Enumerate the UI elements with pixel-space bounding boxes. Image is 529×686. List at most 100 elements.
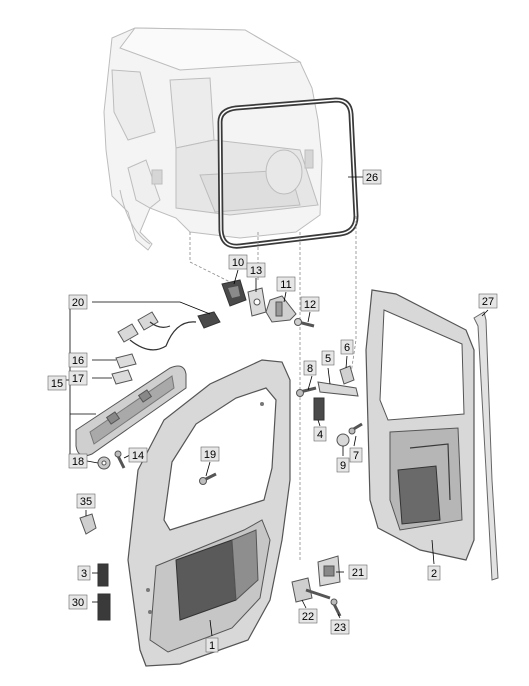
callout-20: 20 [68, 294, 88, 310]
cap-9 [336, 433, 350, 447]
callout-1: 1 [205, 637, 219, 653]
switch-17 [111, 369, 133, 385]
rear-door-panel-2 [365, 289, 475, 561]
callout-text: 17 [72, 373, 84, 385]
callout-text: 21 [352, 567, 364, 579]
callout-15: 15 [47, 375, 67, 391]
callout-box [200, 446, 220, 462]
callout-box [246, 262, 266, 278]
callout-box [68, 352, 88, 368]
screw-7 [348, 422, 363, 435]
callout-text: 30 [72, 597, 84, 609]
callout-text: 7 [353, 450, 359, 462]
callout-box [303, 360, 317, 376]
callout-12: 12 [300, 296, 320, 312]
callout-3: 3 [77, 565, 91, 581]
callout-text: 12 [304, 299, 316, 311]
hinge-arm-11 [265, 295, 297, 323]
callout-box [77, 565, 91, 581]
callout-23: 23 [330, 619, 350, 635]
callout-box [68, 453, 88, 469]
callout-4: 4 [313, 426, 327, 442]
callout-19: 19 [200, 446, 220, 462]
callout-box [348, 564, 368, 580]
callout-16: 16 [68, 352, 88, 368]
callout-box [349, 447, 363, 463]
callout-box [300, 296, 320, 312]
callout-box [128, 447, 148, 463]
callout-5: 5 [321, 350, 335, 366]
callout-box [330, 619, 350, 635]
latch-plate-4 [313, 397, 325, 421]
callout-22: 22 [298, 608, 318, 624]
callout-box [76, 493, 96, 509]
vehicle-body [103, 27, 323, 251]
callout-box [321, 350, 335, 366]
hinge-plate-13 [247, 287, 267, 317]
callout-box [68, 370, 88, 386]
hinge-bracket-10 [221, 279, 247, 307]
seal-strip-27 [473, 311, 499, 581]
callout-box [276, 276, 296, 292]
callout-box [362, 169, 382, 185]
callout-21: 21 [348, 564, 368, 580]
callout-2: 2 [427, 565, 441, 581]
callout-7: 7 [349, 447, 363, 463]
callout-box [340, 339, 354, 355]
callout-35: 35 [76, 493, 96, 509]
callout-text: 22 [302, 611, 314, 623]
callout-box [478, 293, 498, 309]
callout-box [68, 294, 88, 310]
callout-text: 1 [209, 640, 215, 652]
callout-27: 27 [478, 293, 498, 309]
screw-23 [330, 598, 342, 617]
callout-text: 8 [307, 363, 313, 375]
callout-text: 13 [250, 265, 262, 277]
callout-text: 27 [482, 296, 494, 308]
tailgate-handle-15 [75, 365, 187, 457]
callout-box [47, 375, 67, 391]
bolt-19 [199, 472, 217, 485]
bolt-12 [294, 318, 315, 328]
bracket-5 [317, 381, 359, 397]
callout-8: 8 [303, 360, 317, 376]
callout-text: 5 [325, 353, 331, 365]
callout-text: 3 [81, 568, 87, 580]
callout-box [228, 254, 248, 270]
callout-text: 14 [132, 450, 144, 462]
callout-text: 18 [72, 456, 84, 468]
callout-14: 14 [128, 447, 148, 463]
callout-text: 15 [51, 378, 63, 390]
callout-text: 4 [317, 429, 323, 441]
callout-text: 19 [204, 449, 216, 461]
pad-3 [97, 563, 109, 587]
screw-14 [114, 450, 126, 469]
callout-labels: 1234567891011121314151617181920212223262… [47, 169, 498, 653]
callout-9: 9 [336, 457, 350, 473]
callout-box [205, 637, 219, 653]
callout-text: 11 [280, 279, 291, 291]
washer-18 [97, 456, 111, 470]
callout-26: 26 [362, 169, 382, 185]
callout-18: 18 [68, 453, 88, 469]
bolt-8 [296, 386, 317, 397]
rubber-stop-35 [79, 513, 97, 535]
callout-box [68, 594, 88, 610]
callout-10: 10 [228, 254, 248, 270]
bracket-21 [317, 555, 341, 587]
callout-text: 10 [232, 257, 244, 269]
callout-text: 2 [431, 568, 437, 580]
callout-13: 13 [246, 262, 266, 278]
pad-30 [97, 593, 111, 621]
callout-text: 16 [72, 355, 84, 367]
callout-box [298, 608, 318, 624]
callout-box [427, 565, 441, 581]
hinge-22 [291, 577, 331, 603]
callout-text: 35 [80, 496, 92, 508]
switch-16 [115, 353, 137, 369]
rear-door-1 [127, 359, 291, 667]
clip-6 [339, 365, 355, 385]
callout-17: 17 [68, 370, 88, 386]
callout-text: 26 [366, 172, 378, 184]
